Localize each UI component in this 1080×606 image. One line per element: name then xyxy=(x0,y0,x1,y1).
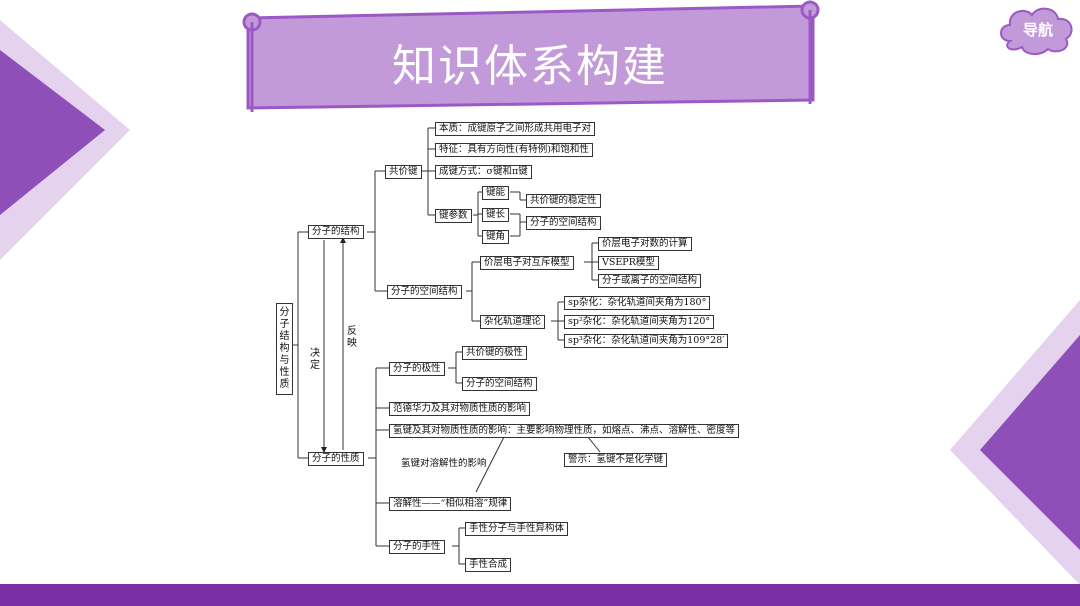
bond-mode-node: 成键方式：σ键和π键 xyxy=(435,165,532,179)
chiral-synthesis-node: 手性合成 xyxy=(465,558,512,572)
bond-polarity-node: 共价键的极性 xyxy=(462,346,528,360)
mol-ion-spatial-node: 分子或离子的空间结构 xyxy=(598,274,702,288)
chirality-node: 分子的手性 xyxy=(389,540,445,554)
nav-cloud-icon[interactable] xyxy=(996,3,1080,57)
hbond-node: 氢键及其对物质性质的影响：主要影响物理性质，如熔点、沸点、溶解性、密度等 xyxy=(389,424,740,438)
chiral-isomer-node: 手性分子与手性异构体 xyxy=(465,522,569,536)
bond-params-node: 键参数 xyxy=(435,209,472,223)
spatial-node: 分子的空间结构 xyxy=(526,216,601,230)
structure-node: 分子的结构 xyxy=(308,225,364,239)
vsepr-count-node: 价层电子对数的计算 xyxy=(598,237,692,251)
sp-node: sp杂化：杂化轨道间夹角为180° xyxy=(564,296,711,310)
hybrid-theory-node: 杂化轨道理论 xyxy=(480,315,546,329)
root-node: 分子结构与性质 xyxy=(276,303,293,395)
polarity-spatial-node: 分子的空间结构 xyxy=(462,377,537,391)
properties-node: 分子的性质 xyxy=(308,452,364,466)
sp2-node: sp²杂化：杂化轨道间夹角为120° xyxy=(564,315,715,329)
essence-node: 本质：成键原子之间形成共用电子对 xyxy=(435,122,596,136)
polarity-node: 分子的极性 xyxy=(389,362,445,376)
hbond-solubility-label: 氢键对溶解性的影响 xyxy=(401,458,487,469)
title-banner xyxy=(242,0,820,112)
vsepr-model-node: VSEPR模型 xyxy=(598,256,659,270)
bottom-bar xyxy=(0,584,1080,606)
bond-energy-node: 键能 xyxy=(482,186,510,200)
feature-node: 特征：具有方向性(有特例)和饱和性 xyxy=(435,143,593,157)
bond-length-node: 键长 xyxy=(482,208,510,222)
solubility-node: 溶解性——“相似相溶”规律 xyxy=(389,497,512,511)
decide-label: 决定 xyxy=(310,348,320,371)
page-title: 知识体系构建 xyxy=(392,41,668,92)
bond-angle-node: 键角 xyxy=(482,230,510,244)
warning-node: 警示：氢键不是化学键 xyxy=(564,453,668,467)
covalent-bond-node: 共价键 xyxy=(385,165,422,179)
reflect-label: 反映 xyxy=(347,326,357,349)
nav-button[interactable]: 导航 xyxy=(1022,20,1053,39)
right-decoration xyxy=(950,300,1080,585)
vdw-node: 范德华力及其对物质性质的影响 xyxy=(389,402,531,416)
mol-spatial-node: 分子的空间结构 xyxy=(387,285,462,299)
sp3-node: sp³杂化：杂化轨道间夹角为109°28′ xyxy=(564,334,729,348)
stability-node: 共价键的稳定性 xyxy=(526,194,601,208)
vsepr-theory-node: 价层电子对互斥模型 xyxy=(480,256,574,270)
left-decoration xyxy=(0,20,130,260)
